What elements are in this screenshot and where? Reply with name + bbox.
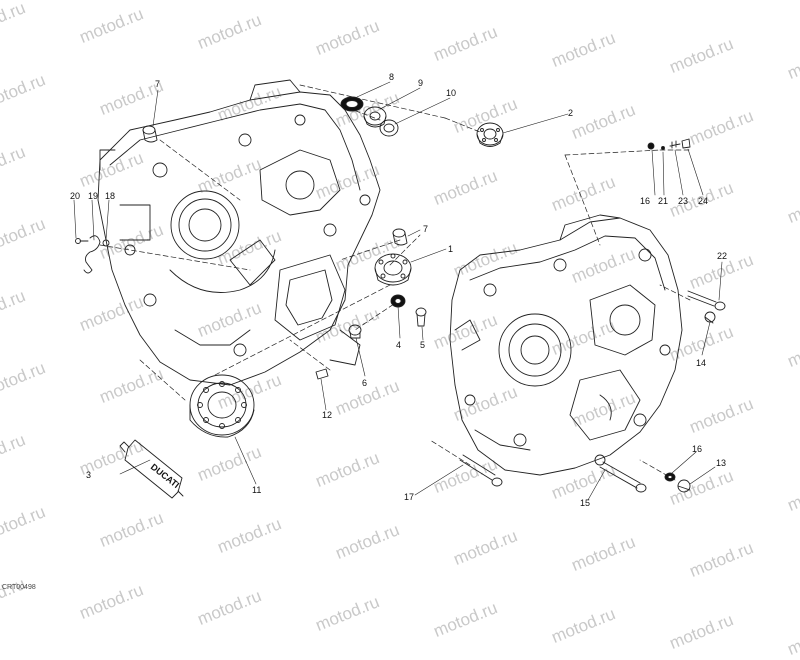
label-11: 11 bbox=[252, 485, 261, 495]
label-15: 15 bbox=[580, 498, 590, 508]
label-2: 2 bbox=[568, 108, 573, 118]
crankcase-diagram-svg: DUCATI 7 8 9 10 2 20 19 18 7 1 4 5 6 12 … bbox=[70, 72, 727, 508]
label-9: 9 bbox=[418, 78, 423, 88]
label-17: 17 bbox=[404, 492, 414, 502]
label-12: 12 bbox=[322, 410, 332, 420]
label-22: 22 bbox=[717, 251, 727, 261]
label-13: 13 bbox=[716, 458, 726, 468]
label-24: 24 bbox=[698, 196, 708, 206]
label-16-top: 16 bbox=[640, 196, 650, 206]
label-4: 4 bbox=[396, 340, 401, 350]
bearing-9 bbox=[363, 106, 387, 128]
bushing-7-top bbox=[142, 125, 158, 143]
label-1: 1 bbox=[448, 244, 453, 254]
left-crankcase-half bbox=[97, 79, 381, 386]
bearing-2 bbox=[476, 122, 504, 147]
label-10: 10 bbox=[446, 88, 456, 98]
label-23: 23 bbox=[678, 196, 688, 206]
leader-lines bbox=[73, 81, 723, 501]
washer-4 bbox=[390, 294, 406, 308]
label-16-bottom: 16 bbox=[692, 444, 702, 454]
label-8: 8 bbox=[389, 72, 394, 82]
assembly-lines bbox=[99, 84, 691, 481]
sealant-tube-3 bbox=[119, 439, 184, 499]
bolt-15 bbox=[599, 461, 647, 493]
label-21: 21 bbox=[658, 196, 668, 206]
label-6: 6 bbox=[362, 378, 367, 388]
label-18: 18 bbox=[105, 191, 115, 201]
watermark-text: motod.ru bbox=[666, 610, 737, 653]
figure-code: CRT00498 bbox=[2, 584, 36, 591]
right-crankcase-half bbox=[449, 214, 683, 476]
bushing-7-mid bbox=[392, 228, 408, 246]
watermark-text: motod.ru bbox=[548, 604, 619, 647]
part-labels: 7 8 9 10 2 20 19 18 7 1 4 5 6 12 3 11 16… bbox=[70, 72, 727, 508]
label-7-mid: 7 bbox=[423, 224, 428, 234]
label-3: 3 bbox=[86, 470, 91, 480]
label-7-top: 7 bbox=[155, 79, 160, 89]
plug-6 bbox=[348, 324, 362, 339]
bolt-22 bbox=[687, 290, 726, 311]
watermark-text: motod.ru bbox=[784, 616, 800, 659]
retaining-clip-group bbox=[75, 235, 110, 274]
bolt-14 bbox=[704, 311, 716, 324]
oil-seal-8 bbox=[340, 96, 364, 112]
pin-spring-group bbox=[647, 138, 691, 150]
bolt-17 bbox=[459, 454, 503, 487]
label-14: 14 bbox=[696, 358, 706, 368]
dowel-12 bbox=[315, 368, 329, 380]
tube-brand-text: DUCATI bbox=[149, 462, 181, 490]
label-5: 5 bbox=[420, 340, 425, 350]
bearing-11 bbox=[189, 374, 255, 438]
washer-16-bolt-13 bbox=[664, 472, 691, 493]
label-19: 19 bbox=[88, 191, 98, 201]
label-20: 20 bbox=[70, 191, 80, 201]
watermark-text: motod.ru bbox=[430, 598, 501, 641]
screw-5 bbox=[415, 307, 427, 327]
ring-10 bbox=[379, 119, 399, 137]
bearing-1 bbox=[374, 253, 412, 286]
